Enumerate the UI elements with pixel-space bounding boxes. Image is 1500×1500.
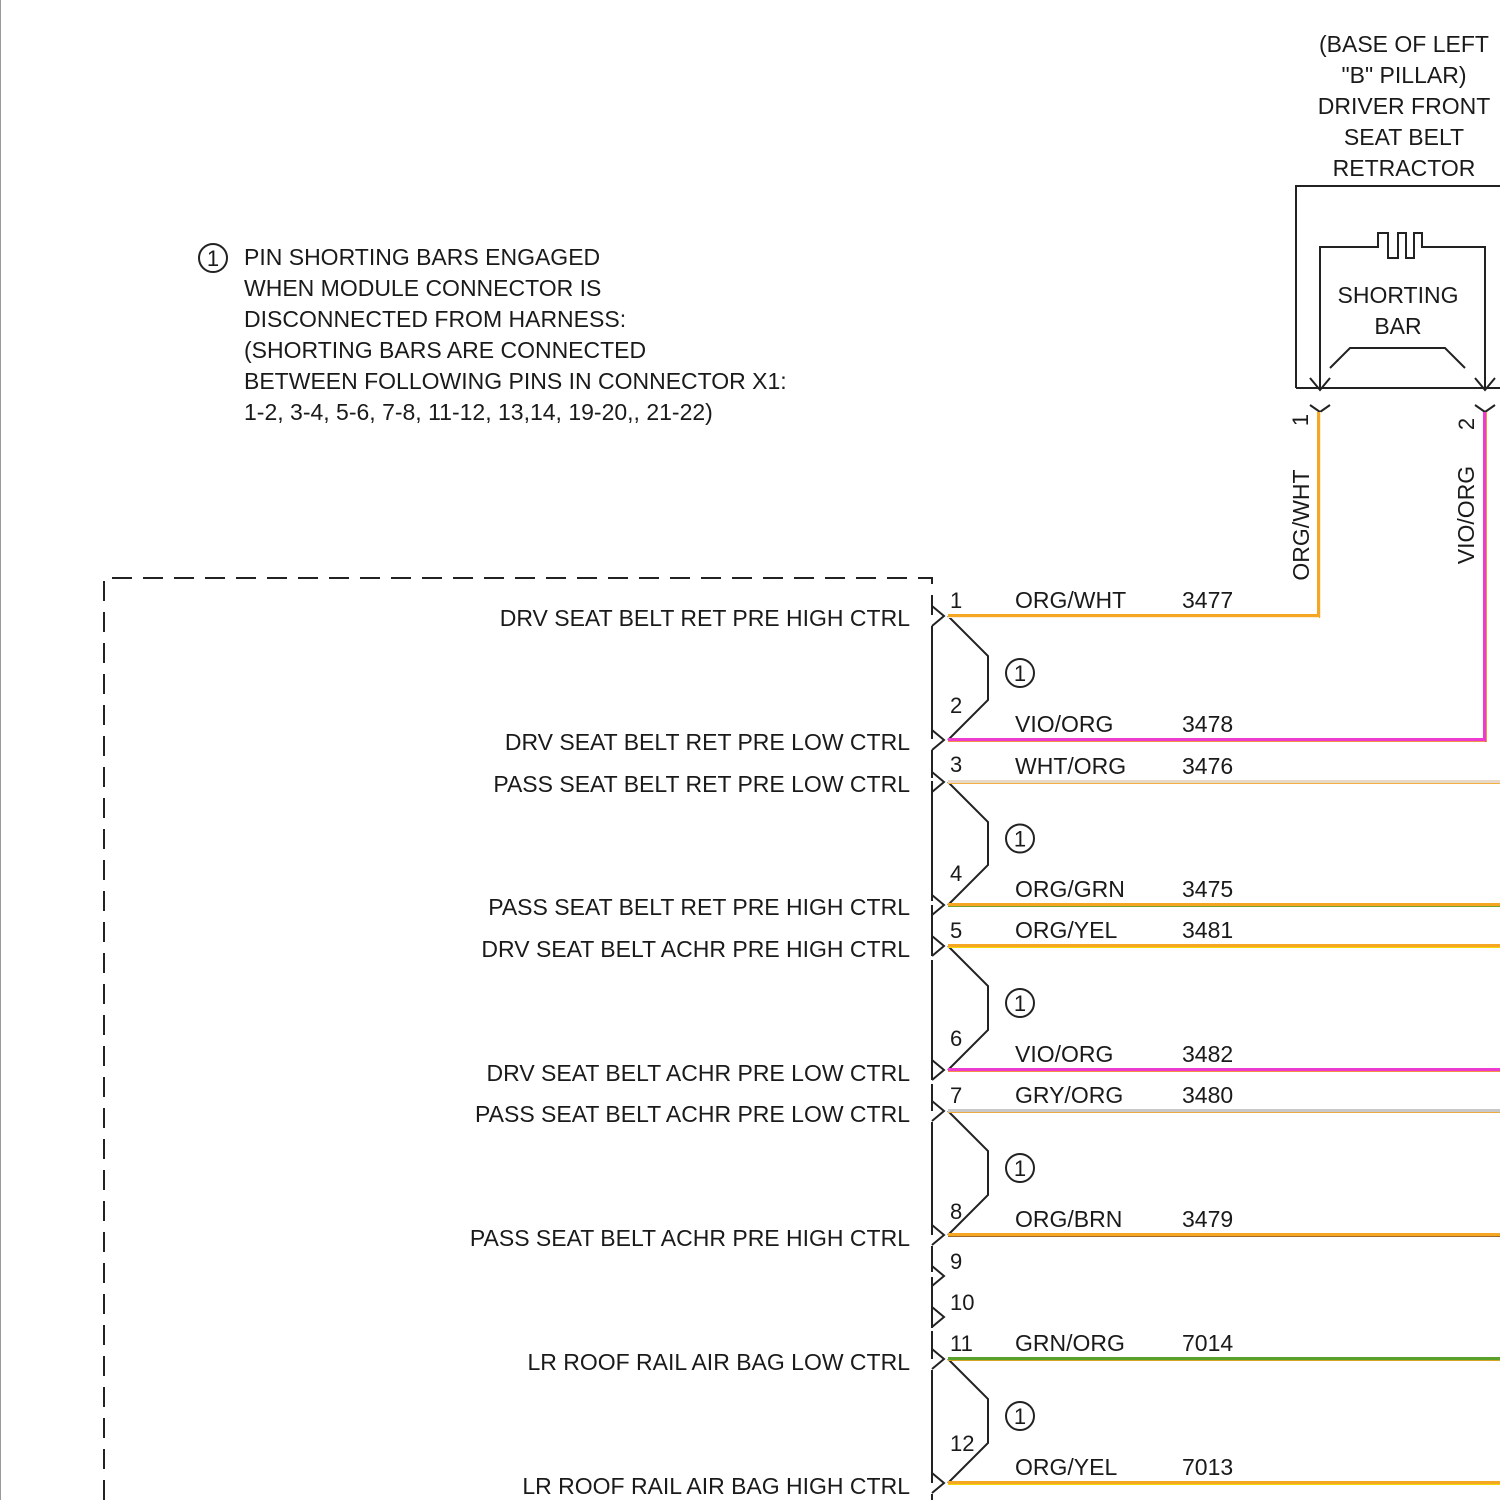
retractor-pin-number: 1 xyxy=(1288,414,1313,426)
pin-number: 6 xyxy=(950,1026,962,1051)
connector-socket-icon xyxy=(932,730,944,750)
circuit-function-label: LR ROOF RAIL AIR BAG HIGH CTRL xyxy=(522,1473,910,1499)
circuit-number: 3477 xyxy=(1182,587,1233,613)
connector-socket-icon xyxy=(932,936,944,956)
circuit-number: 3476 xyxy=(1182,753,1233,779)
circuit-number: 3475 xyxy=(1182,876,1233,902)
shorting-marker-number: 1 xyxy=(1014,661,1026,686)
wire-color-code: VIO/ORG xyxy=(1015,711,1113,737)
connector-socket-icon xyxy=(1310,405,1330,412)
pin-number: 12 xyxy=(950,1431,974,1456)
connector-socket-icon xyxy=(932,1307,944,1327)
shorting-marker-number: 1 xyxy=(1014,827,1026,852)
shorting-bar-bracket xyxy=(948,946,988,1070)
circuit-function-label: DRV SEAT BELT RET PRE HIGH CTRL xyxy=(500,605,910,631)
shorting-bar-label: SHORTING xyxy=(1338,282,1459,308)
connector-socket-icon xyxy=(932,772,944,792)
circuit-function-label: DRV SEAT BELT ACHR PRE HIGH CTRL xyxy=(481,936,910,962)
shorting-bar-contact xyxy=(1330,348,1465,368)
shorting-bar-bracket xyxy=(948,1359,988,1483)
circuit-number: 3482 xyxy=(1182,1041,1233,1067)
pin-number: 7 xyxy=(950,1083,962,1108)
note-line: (SHORTING BARS ARE CONNECTED xyxy=(244,337,646,363)
wire-color-code: GRN/ORG xyxy=(1015,1330,1125,1356)
wire-color-code: ORG/WHT xyxy=(1015,587,1126,613)
shorting-marker-number: 1 xyxy=(1014,1404,1026,1429)
wire-color-code: ORG/YEL xyxy=(1015,917,1117,943)
connector-socket-icon xyxy=(932,1473,944,1493)
connector-socket-icon xyxy=(1475,405,1495,412)
shorting-bar-bracket xyxy=(948,616,988,740)
shorting-marker-number: 1 xyxy=(1014,991,1026,1016)
circuit-function-label: DRV SEAT BELT ACHR PRE LOW CTRL xyxy=(487,1060,911,1086)
retractor-wire-runs xyxy=(1319,412,1487,742)
retractor-location-line: (BASE OF LEFT xyxy=(1319,31,1489,57)
wire-color-code: GRY/ORG xyxy=(1015,1082,1123,1108)
shorting-bar-note: 1 PIN SHORTING BARS ENGAGED WHEN MODULE … xyxy=(199,244,787,425)
retractor-location-line: SEAT BELT xyxy=(1344,124,1464,150)
pin-number: 8 xyxy=(950,1199,962,1224)
retractor-location-line: DRIVER FRONT xyxy=(1318,93,1491,119)
circuit-number: 7013 xyxy=(1182,1454,1233,1480)
note-line: WHEN MODULE CONNECTOR IS xyxy=(244,275,601,301)
note-marker-number: 1 xyxy=(207,246,219,271)
pin-number: 3 xyxy=(950,752,962,777)
connector-socket-icon xyxy=(932,1101,944,1121)
connector-socket-icon xyxy=(932,1266,944,1286)
shorting-marker-number: 1 xyxy=(1014,1156,1026,1181)
note-line: BETWEEN FOLLOWING PINS IN CONNECTOR X1: xyxy=(244,368,787,394)
circuit-number: 3479 xyxy=(1182,1206,1233,1232)
shorting-bar-label: BAR xyxy=(1374,313,1421,339)
connector-socket-icon xyxy=(932,1225,944,1245)
retractor-pin-number: 2 xyxy=(1454,418,1479,430)
connector-socket-icon xyxy=(932,895,944,915)
circuit-number: 3481 xyxy=(1182,917,1233,943)
pin-number: 4 xyxy=(950,861,962,886)
note-line: PIN SHORTING BARS ENGAGED xyxy=(244,244,600,270)
retractor-location-line: RETRACTOR xyxy=(1333,155,1476,181)
retractor-wire-color: ORG/WHT xyxy=(1288,469,1314,580)
retractor-location-line: "B" PILLAR) xyxy=(1342,62,1467,88)
pin-number: 2 xyxy=(950,693,962,718)
circuit-function-label: PASS SEAT BELT RET PRE HIGH CTRL xyxy=(488,894,910,920)
pin-number: 11 xyxy=(950,1331,973,1356)
circuit-function-label: PASS SEAT BELT ACHR PRE LOW CTRL xyxy=(475,1101,910,1127)
connector-socket-icon xyxy=(932,1349,944,1369)
circuit-number: 7014 xyxy=(1182,1330,1233,1356)
wire-color-code: WHT/ORG xyxy=(1015,753,1126,779)
retractor-wire-color: VIO/ORG xyxy=(1453,466,1479,564)
shorting-bar-symbol xyxy=(1320,233,1485,388)
connector-socket-icon xyxy=(932,606,944,626)
wire-color-code: ORG/GRN xyxy=(1015,876,1125,902)
pin-number: 1 xyxy=(950,588,962,613)
circuit-function-label: PASS SEAT BELT ACHR PRE HIGH CTRL xyxy=(470,1225,910,1251)
wire-color-code: ORG/BRN xyxy=(1015,1206,1122,1232)
connector-socket-icon xyxy=(932,1060,944,1080)
circuit-function-label: LR ROOF RAIL AIR BAG LOW CTRL xyxy=(527,1349,910,1375)
wire-color-code: VIO/ORG xyxy=(1015,1041,1113,1067)
pin-number: 10 xyxy=(950,1290,974,1315)
pin-number: 5 xyxy=(950,918,962,943)
note-line: 1-2, 3-4, 5-6, 7-8, 11-12, 13,14, 19-20,… xyxy=(244,399,713,425)
note-line: DISCONNECTED FROM HARNESS: xyxy=(244,306,626,332)
circuit-function-label: DRV SEAT BELT RET PRE LOW CTRL xyxy=(505,729,910,755)
circuit-number: 3480 xyxy=(1182,1082,1233,1108)
pin-number: 9 xyxy=(950,1249,962,1274)
circuit-function-label: PASS SEAT BELT RET PRE LOW CTRL xyxy=(493,771,910,797)
wire-color-code: ORG/YEL xyxy=(1015,1454,1117,1480)
circuit-number: 3478 xyxy=(1182,711,1233,737)
shorting-bar-bracket xyxy=(948,782,988,905)
